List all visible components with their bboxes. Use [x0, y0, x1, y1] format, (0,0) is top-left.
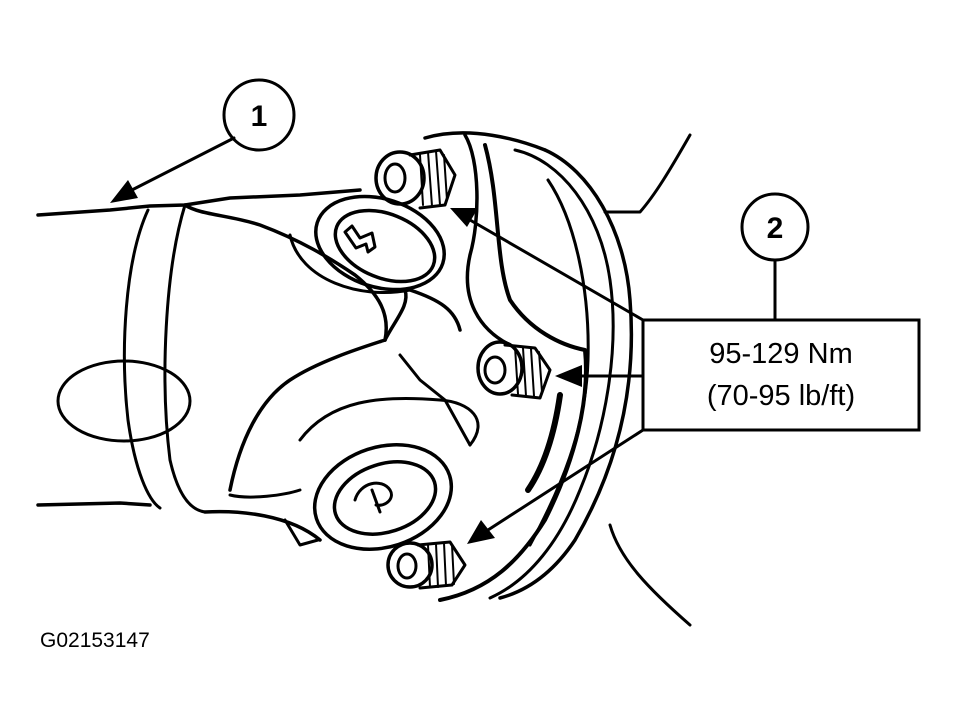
callout-1-circle	[222, 78, 296, 152]
bolt-upper	[374, 148, 457, 210]
callout-1-number: 1	[251, 100, 268, 133]
leader-upper-arrowhead	[450, 208, 478, 227]
leader-upper-bolt	[468, 218, 645, 322]
leader-lower-arrowhead	[467, 520, 495, 544]
torque-label-imperial: (70-95 lb/ft)	[707, 380, 855, 412]
leader-lower-bolt	[486, 428, 645, 532]
pinion-flange	[423, 131, 692, 627]
bolt-lower	[386, 540, 467, 590]
torque-label: 95-129 Nm (70-95 lb/ft)	[641, 318, 921, 432]
driveshaft-tube	[36, 188, 362, 514]
callout-1: 1	[110, 78, 296, 203]
torque-leaders	[450, 208, 645, 544]
leader-middle-arrowhead	[555, 365, 582, 387]
callout-1-leader	[126, 136, 236, 194]
torque-label-metric: 95-129 Nm	[709, 338, 852, 370]
callout-2-number: 2	[767, 212, 784, 245]
torque-label-box	[641, 318, 921, 432]
yoke	[183, 194, 480, 551]
callout-2: 2	[740, 192, 810, 322]
figure-id: G02153147	[40, 629, 150, 652]
bolt-middle	[476, 340, 552, 400]
callout-1-arrowhead	[110, 180, 138, 203]
